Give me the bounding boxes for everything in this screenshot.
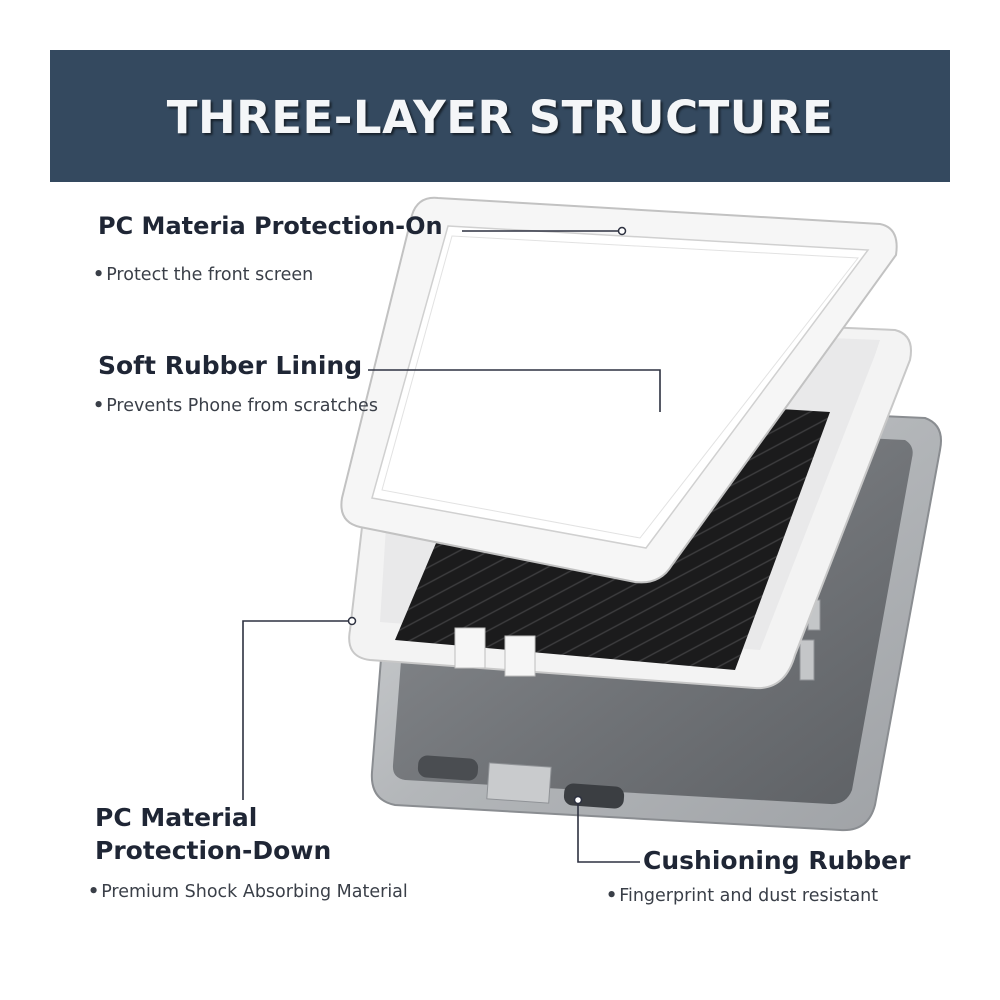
- title-banner: THREE-LAYER STRUCTURE: [50, 50, 950, 182]
- leader-cushioning: [577, 800, 640, 863]
- pc-down-title-line1: PC Material: [95, 803, 258, 832]
- cushioning-desc: •Fingerprint and dust resistant: [606, 886, 879, 906]
- banner-title: THREE-LAYER STRUCTURE: [166, 91, 834, 144]
- cushioning-title: Cushioning Rubber: [643, 846, 911, 875]
- pc-down-desc: •Premium Shock Absorbing Material: [88, 882, 408, 902]
- leader-pc-down: [242, 620, 352, 800]
- bullet-dot: •: [93, 396, 105, 416]
- pc-down-title-line2: Protection-Down: [95, 836, 332, 865]
- leader-soft-rubber: [368, 369, 661, 412]
- bullet-dot: •: [93, 265, 105, 285]
- marker-pc-on: [617, 226, 627, 236]
- soft-rubber-title: Soft Rubber Lining: [98, 351, 363, 380]
- marker-pc-down: [347, 616, 357, 626]
- soft-rubber-desc: •Prevents Phone from scratches: [93, 396, 378, 416]
- pc-on-desc: •Protect the front screen: [93, 265, 314, 285]
- bullet-dot: •: [88, 882, 100, 902]
- marker-cushioning: [573, 795, 583, 805]
- pc-on-title: PC Materia Protection-On: [98, 212, 443, 240]
- bullet-dot: •: [606, 886, 618, 906]
- leader-lines: [242, 230, 661, 863]
- top-frame: [340, 196, 898, 584]
